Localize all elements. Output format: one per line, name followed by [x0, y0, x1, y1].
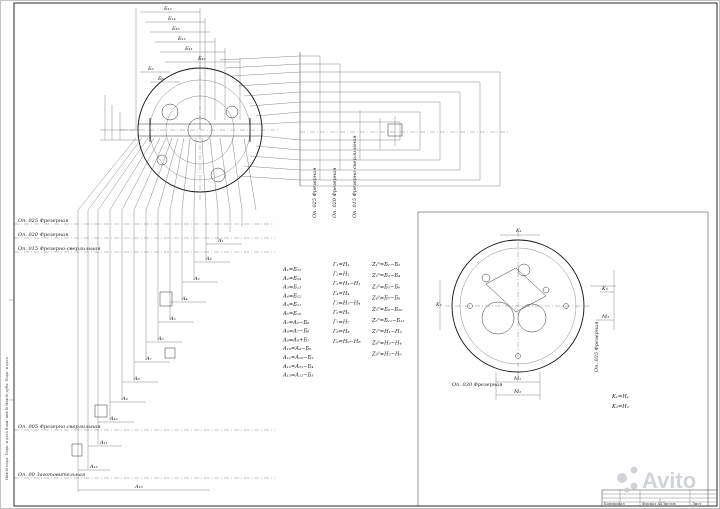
chain-a2: A₂ — [205, 256, 212, 262]
equation-equations-col3-7: Z₈⁰=H₃−H₄ — [371, 340, 402, 346]
chain-a4: A₄ — [181, 296, 188, 302]
top-dim-0: Б₁₅ — [163, 6, 172, 12]
vertical-op-captions: Оп. 025 Фрезерная Оп. 020 Фрезерная Оп. … — [312, 135, 358, 218]
op-020: Оп. 020 Фрезерная — [18, 232, 68, 238]
v-op-025: Оп. 025 Фрезерная — [312, 168, 318, 218]
op-000: Оп. 00 Заготовительная — [18, 472, 85, 478]
label-m2: M₂ — [513, 389, 521, 395]
right-view-vertical-caption: Оп. 035 Фрезерная — [594, 322, 600, 372]
side-stamp: Инв.№ подл. Подп. и дата Взам. инв.№ Инв… — [5, 356, 9, 480]
top-dim-4: Б₁₁ — [184, 46, 193, 52]
equation-equations-col1-1: A₂=Б₁₄ — [282, 276, 301, 282]
chain-a11: A₁₁ — [99, 440, 108, 446]
drawing-frame — [13, 2, 718, 507]
op-015: Оп. 015 Фрезерно-сверлильная — [18, 246, 101, 252]
equation-equations-col1-2: A₃=Б₁₃ — [282, 285, 301, 291]
top-dim-2: Б₁₃ — [171, 26, 180, 32]
avito-wordmark: Avito — [642, 468, 696, 493]
label-m1: M₁ — [513, 376, 521, 382]
equation-equations-col2-7: Г₈=H₈ — [332, 329, 350, 335]
title-block: Лист Листов Копировал Формат A1 — [601, 489, 718, 507]
chain-a7: A₇ — [145, 356, 152, 362]
equation-equations-col2-4: Г₅=H₅−H₄ — [332, 300, 360, 306]
equation-equations-col3-0: Z₁⁰=Б₁−Б₂ — [371, 262, 400, 268]
left-part-dims — [100, 95, 140, 141]
fan-lines-right — [219, 55, 301, 181]
equation-equations-col1-10: A₁₁=A₁₀−Б₅ — [282, 355, 314, 361]
operation-rows — [14, 223, 275, 479]
right-part-view: K₁ K₂ K₃ M₁ M₂ M₃ Оп. 030 Фрезерная Оп. … — [435, 228, 629, 410]
top-dim-7: Б₈ — [157, 76, 164, 82]
chain-a13: A₁₃ — [134, 484, 143, 490]
v-op-015: Оп. 015 Фрезерно-сверлильная — [352, 135, 358, 218]
right-eq-2: K₂=H₂ — [611, 404, 629, 410]
top-dim-5: Б₁₀ — [197, 56, 206, 62]
equation-equations-col2-5: Г₆=H₆ — [332, 310, 349, 316]
right-view-frame — [418, 211, 709, 506]
equation-equations-col2-8: Г₉=H₉−H₈ — [332, 339, 361, 345]
equations-col2: Г₁=H₁ Г₂=H₂ Г₃=H₃−H₁ Г₄=H₄ Г₅=H₅−H₄ Г₆=H₆ Г₇=H… — [332, 262, 361, 345]
equation-equations-col1-7: A₈=A₇−Б₈ — [282, 329, 310, 335]
equation-equations-col3-6: Z₇⁰=H₁−H₂ — [371, 329, 402, 335]
copied-label: Копировал — [604, 502, 625, 506]
sheet-label: Лист — [692, 502, 701, 506]
equations-col1: A₁=Б₁₅ A₂=Б₁₄ A₃=Б₁₃ A₄=Б₁₂ A₅=Б₁₁ A₆=Б₁₀ A₇=A… — [282, 267, 314, 379]
chain-a3: A₃ — [193, 276, 200, 282]
equation-equations-col1-4: A₅=Б₁₁ — [282, 302, 301, 308]
equation-equations-col3-3: Z₄⁰=Б₇−Б₈ — [371, 296, 401, 302]
equation-equations-col2-2: Г₃=H₃−H₁ — [332, 281, 360, 287]
operation-captions: Оп. 025 Фрезерная Оп. 020 Фрезерная Оп. … — [18, 218, 101, 478]
equation-equations-col2-3: Г₄=H₄ — [332, 291, 349, 297]
equation-equations-col1-9: A₁₀=A₉−Б₆ — [282, 346, 311, 352]
avito-watermark: Avito — [617, 466, 696, 493]
label-k1: K₁ — [515, 228, 522, 234]
equation-equations-col1-11: A₁₂=A₁₁−Б₄ — [282, 364, 313, 370]
equation-equations-col2-0: Г₁=H₁ — [332, 262, 349, 268]
fan-lines-down — [77, 137, 257, 211]
chain-a10: A₁₀ — [109, 416, 118, 422]
top-dim-6: Б₉ — [147, 66, 154, 72]
equation-equations-col3-4: Z₅⁰=Б₉−Б₁₀ — [371, 307, 403, 313]
equation-equations-col3-1: Z₂⁰=Б₃−Б₄ — [371, 273, 400, 279]
chain-a12: A₁₂ — [89, 464, 98, 470]
chain-a5: A₅ — [169, 316, 176, 322]
equation-equations-col3-8: Z₉⁰=H₅−H₆ — [371, 352, 402, 358]
equation-equations-col1-5: A₆=Б₁₀ — [282, 311, 302, 317]
equation-equations-col3-2: Z₃⁰=Б₅−Б₆ — [371, 284, 400, 290]
op-005: Оп. 005 Фрезерно-сверлильная — [18, 424, 101, 430]
equation-equations-col1-3: A₄=Б₁₂ — [282, 293, 301, 299]
right-eq-1: K₁=H₁ — [611, 394, 629, 400]
equations-col3: Z₁⁰=Б₁−Б₂ Z₂⁰=Б₃−Б₄ Z₃⁰=Б₅−Б₆ Z₄⁰=Б₇−Б₈ Z₅⁰=… — [371, 262, 404, 358]
right-view-caption: Оп. 030 Фрезерная — [452, 382, 502, 388]
equation-equations-col3-5: Z₆⁰=Б₁₁−Б₁₂ — [371, 318, 404, 324]
format-label: Формат A1 — [642, 502, 662, 506]
label-k3: K₃ — [601, 286, 608, 292]
equation-equations-col1-8: A₉=A₈+Б₇ — [282, 337, 310, 343]
right-dimension-ruler — [299, 52, 510, 187]
equation-equations-col2-1: Г₂=H₂ — [332, 272, 349, 278]
chain-a8: A₈ — [133, 376, 140, 382]
top-dim-1: Б₁₄ — [167, 16, 176, 22]
equation-equations-col1-12: A₁₃=A₁₂−Б₃ — [282, 373, 313, 379]
top-dim-3: Б₁₂ — [177, 36, 186, 42]
v-op-020: Оп. 020 Фрезерная — [332, 168, 338, 218]
chain-dimensions: A₁ A₂ A₃ A₄ A₅ A₆ A₇ A₈ A₉ A₁₀ A₁₁ A₁₂ A… — [71, 238, 242, 491]
chain-a1: A₁ — [217, 238, 224, 244]
op-025: Оп. 025 Фрезерная — [18, 218, 68, 224]
label-k2: K₂ — [435, 302, 442, 308]
equation-equations-col2-6: Г₇=H₇ — [332, 320, 350, 326]
vertical-grid — [77, 210, 243, 492]
equation-equations-col1-6: A₇=A₆−Б₉ — [282, 320, 310, 326]
sheets-label: Листов — [662, 502, 676, 506]
equation-equations-col1-0: A₁=Б₁₅ — [282, 267, 302, 273]
label-m3: M₃ — [601, 314, 609, 320]
chain-a6: A₆ — [157, 336, 164, 342]
chain-a9: A₉ — [121, 396, 128, 402]
top-dimension-stack: Б₁₅ Б₁₄ Б₁₃ Б₁₂ Б₁₁ Б₁₀ Б₉ Б₈ — [135, 6, 241, 130]
